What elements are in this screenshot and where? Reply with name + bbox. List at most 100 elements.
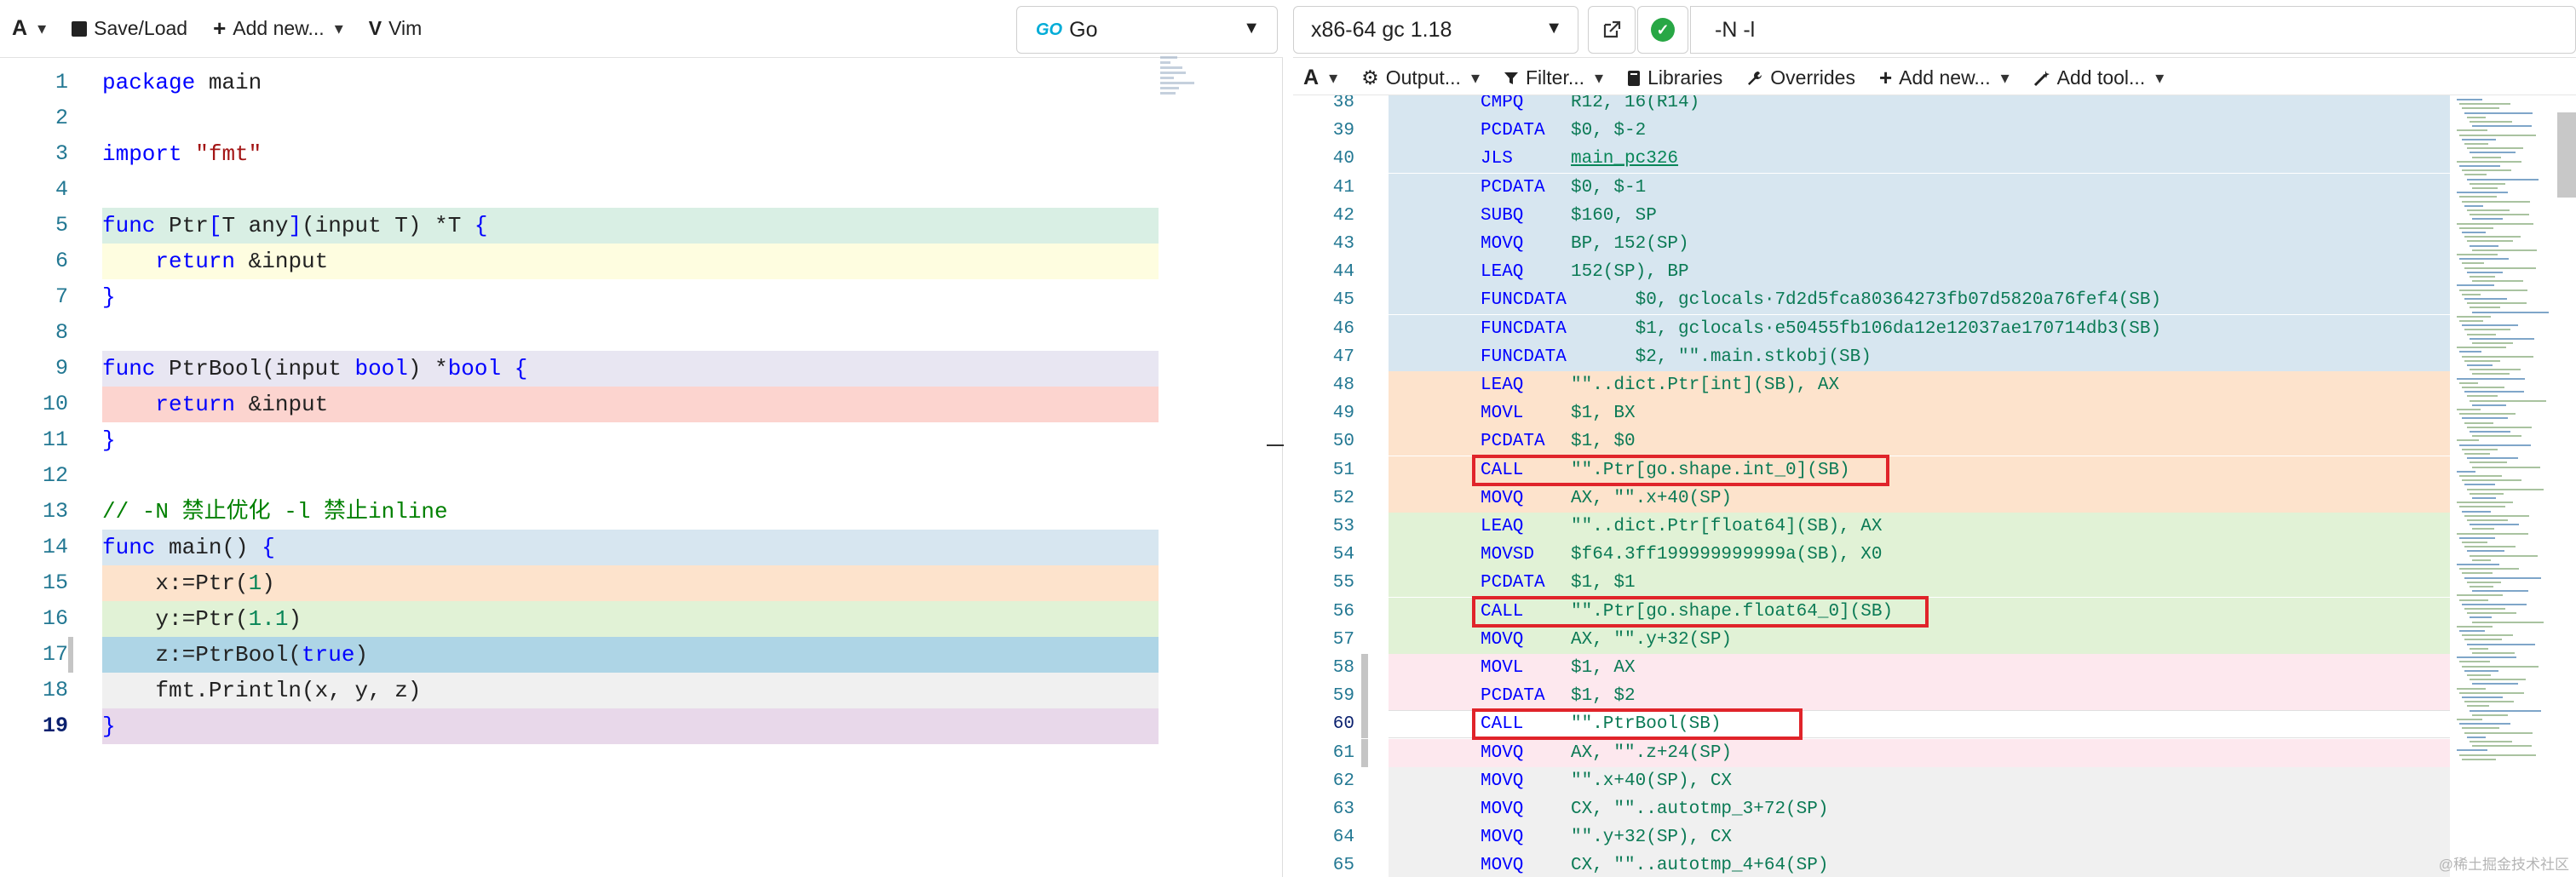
editor-line[interactable]: 18 fmt.Println(x, y, z) — [0, 673, 1159, 708]
minimap-line — [2457, 377, 2525, 380]
code-token: main() — [155, 535, 262, 560]
font-size-menu[interactable]: A — [1303, 66, 1337, 90]
compile-status-button[interactable]: ✓ — [1637, 6, 1688, 54]
editor-line[interactable]: 8 — [0, 315, 1159, 351]
asm-label-link[interactable]: main_pc326 — [1571, 149, 1679, 169]
language-select[interactable]: GO Go ▼ — [1016, 6, 1278, 54]
editor-line[interactable]: 2 — [0, 100, 1159, 136]
line-number: 10 — [42, 392, 68, 416]
asm-opcode: MOVQ — [1481, 742, 1524, 763]
compiler-select[interactable]: x86-64 gc 1.18 ▼ — [1293, 6, 1578, 54]
line-number: 7 — [55, 284, 68, 309]
add-tool-button[interactable]: Add tool... — [2033, 66, 2165, 89]
overrides-button[interactable]: Overrides — [1746, 66, 1855, 89]
asm-operands: $1, BX — [1571, 404, 1636, 424]
editor-line[interactable]: 19} — [0, 708, 1159, 744]
save-load-button[interactable]: Save/Load — [72, 17, 187, 40]
popout-button[interactable] — [1588, 6, 1636, 54]
editor-line[interactable]: 7} — [0, 279, 1159, 315]
editor-line[interactable]: 13// -N 禁止优化 -l 禁止inline — [0, 494, 1159, 530]
line-highlight — [1389, 625, 2450, 654]
minimap-line — [2467, 705, 2489, 708]
scrollbar-thumb[interactable] — [2557, 112, 2576, 198]
watermark: @稀土掘金技术社区 — [2438, 857, 2569, 873]
minimap-line — [2457, 254, 2498, 255]
compiler-flags-input[interactable] — [1690, 6, 2576, 54]
minimap-line — [2459, 723, 2510, 725]
asm-operands: "".x+40(SP), CX — [1571, 771, 1733, 791]
editor-line[interactable]: 17 z:=PtrBool(true) — [0, 637, 1159, 673]
add-new-pane-button[interactable]: + Add new... — [1879, 65, 2010, 91]
asm-operands: "".y+32(SP), CX — [1571, 828, 1733, 848]
code-token: return — [155, 392, 236, 417]
editor-line[interactable]: 16 y:=Ptr(1.1) — [0, 601, 1159, 637]
editor-line[interactable]: 15 x:=Ptr(1) — [0, 565, 1159, 601]
book-icon — [1628, 70, 1641, 86]
line-highlight — [1389, 371, 2450, 399]
asm-operands: AX, "".y+32(SP) — [1571, 629, 1733, 650]
output-menu-button[interactable]: ⚙ Output... — [1361, 66, 1480, 89]
minimap-line — [2464, 236, 2521, 238]
libraries-button[interactable]: Libraries — [1627, 66, 1722, 89]
minimap-line — [2464, 514, 2529, 517]
font-size-menu[interactable]: A — [12, 16, 46, 41]
code-text: // -N 禁止优化 -l 禁止inline — [102, 494, 448, 530]
editor-line[interactable]: 12 — [0, 458, 1159, 494]
vim-toggle-button[interactable]: V Vim — [369, 17, 423, 40]
editor-line[interactable]: 10 return &input — [0, 387, 1159, 422]
minimap-line — [2462, 572, 2493, 575]
minimap-line — [2459, 351, 2481, 353]
code-token: { — [474, 213, 488, 238]
filter-menu-button[interactable]: Filter... — [1504, 66, 1603, 89]
editor-line[interactable]: 6 return &input — [0, 244, 1159, 279]
pane-splitter[interactable] — [1267, 444, 1284, 446]
minimap-line — [2472, 714, 2508, 716]
code-token: bool — [354, 356, 408, 381]
asm-operands: $1, AX — [1571, 658, 1636, 678]
assembly-minimap[interactable] — [2452, 95, 2576, 877]
line-number: 59 — [1332, 686, 1354, 707]
editor-line[interactable]: 4 — [0, 172, 1159, 208]
editor-toolbar: A Save/Load + Add new... V Vim GO Go ▼ — [0, 0, 1283, 58]
editor-line[interactable]: 11} — [0, 422, 1159, 458]
asm-instruction: PCDATA$0, $-2 — [1481, 117, 1646, 145]
editor-minimap[interactable] — [1160, 56, 1211, 116]
add-new-pane-button[interactable]: + Add new... — [213, 15, 343, 42]
